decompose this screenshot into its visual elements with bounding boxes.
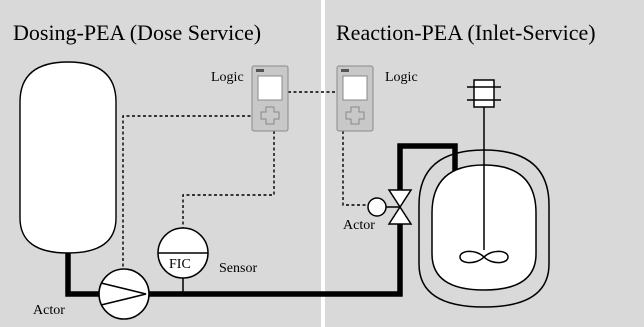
signal-line-pump-to-logic: [122, 115, 252, 283]
pipe-pump-to-valve: [148, 224, 403, 297]
panel-divider: [321, 0, 325, 327]
fic-sensor: [157, 227, 209, 294]
dosing-pea-title: Dosing-PEA (Dose Service): [13, 20, 262, 45]
signal-lines: [122, 91, 369, 283]
signal-line-logic-to-valve: [342, 131, 369, 206]
reaction-pea-title: Reaction-PEA (Inlet-Service): [336, 20, 596, 45]
agitator: [459, 79, 509, 264]
pipe-valve-to-reactor: [397, 143, 458, 190]
storage-tank: [19, 61, 117, 254]
valve-actor: [367, 189, 413, 225]
logic-label-right: Logic: [385, 70, 418, 85]
sensor-label: Sensor: [219, 261, 258, 276]
pump-actor: [98, 268, 150, 320]
process-pipes: [65, 143, 458, 297]
logic-label-left: Logic: [211, 70, 244, 85]
fic-label: FIC: [169, 257, 191, 272]
actor-label-valve: Actor: [343, 218, 375, 233]
logic-controller-right: [336, 65, 374, 132]
pipe-tank-to-pump: [65, 250, 100, 297]
actor-label-pump: Actor: [33, 303, 65, 318]
signal-line-logic-to-sensor: [182, 131, 275, 228]
logic-controller-left: [251, 65, 289, 132]
